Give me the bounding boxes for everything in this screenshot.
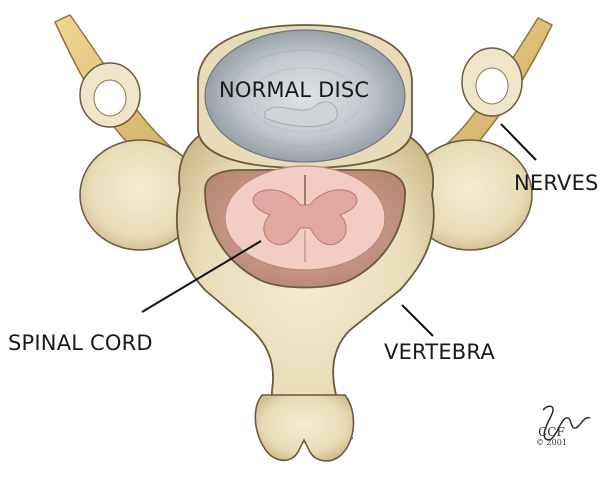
normal-disc-label: NORMAL DISC xyxy=(219,78,369,102)
signature-year: © 2001 xyxy=(536,438,567,447)
copyright-signature: CCF © 2001 xyxy=(536,426,567,447)
spinal-cord-label: SPINAL CORD xyxy=(8,331,153,355)
signature-organization: CCF xyxy=(536,426,567,438)
nerves-label: NERVES xyxy=(514,171,599,195)
vertebra-leader-line xyxy=(402,305,433,336)
spinous-process xyxy=(255,395,353,461)
vertebra-label: VERTEBRA xyxy=(384,340,495,364)
